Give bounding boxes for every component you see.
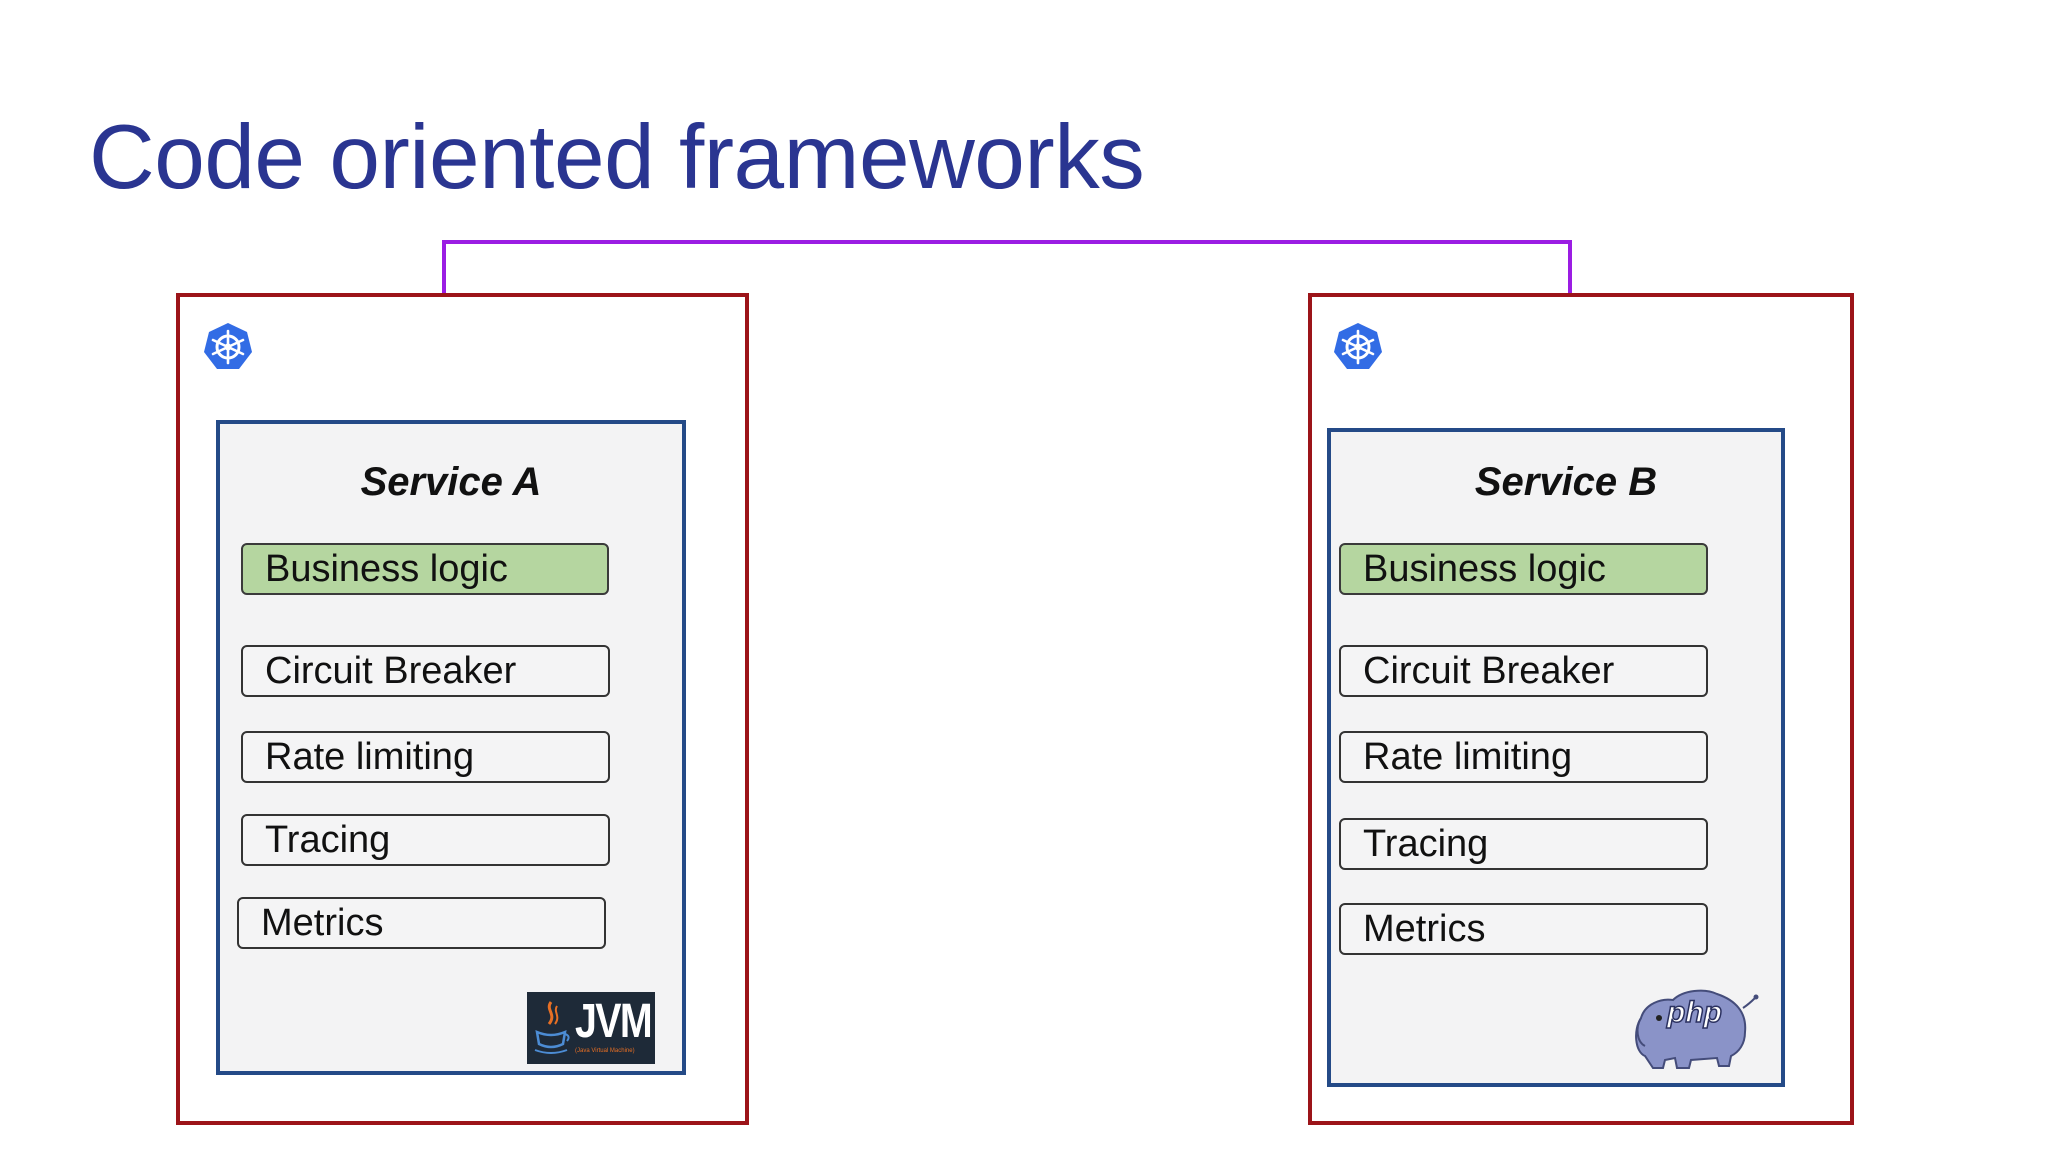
service-a-tracing: Tracing — [241, 814, 610, 866]
php-logo-text: php — [1666, 995, 1722, 1030]
service-b-metrics: Metrics — [1339, 903, 1708, 955]
pod-b: Service B Business logic Circuit Breaker… — [1308, 293, 1854, 1125]
elephant-icon — [1635, 989, 1759, 1069]
pod-a: Service A Business logic Circuit Breaker… — [176, 293, 749, 1125]
service-b-business-logic: Business logic — [1339, 543, 1708, 595]
jvm-logo-text: JVM — [575, 995, 653, 1048]
kubernetes-icon — [1334, 323, 1382, 369]
service-b-box: Service B Business logic Circuit Breaker… — [1327, 428, 1785, 1087]
service-b-tracing: Tracing — [1339, 818, 1708, 870]
service-a-box: Service A Business logic Circuit Breaker… — [216, 420, 686, 1075]
service-a-rate-limiting: Rate limiting — [241, 731, 610, 783]
service-a-name: Service A — [360, 460, 542, 504]
service-b-circuit-breaker: Circuit Breaker — [1339, 645, 1708, 697]
service-a-metrics: Metrics — [237, 897, 606, 949]
slide-title: Code oriented frameworks — [89, 107, 1145, 208]
service-b-name: Service B — [1474, 460, 1658, 504]
php-elephant-logo: php — [1631, 982, 1761, 1072]
jvm-logo: JVM (Java Virtual Machine) — [527, 992, 655, 1064]
kubernetes-icon — [204, 323, 252, 369]
jvm-logo-subtext: (Java Virtual Machine) — [575, 1048, 635, 1054]
java-cup-icon — [534, 1001, 570, 1054]
service-a-business-logic: Business logic — [241, 543, 609, 595]
service-b-rate-limiting: Rate limiting — [1339, 731, 1708, 783]
service-a-circuit-breaker: Circuit Breaker — [241, 645, 610, 697]
